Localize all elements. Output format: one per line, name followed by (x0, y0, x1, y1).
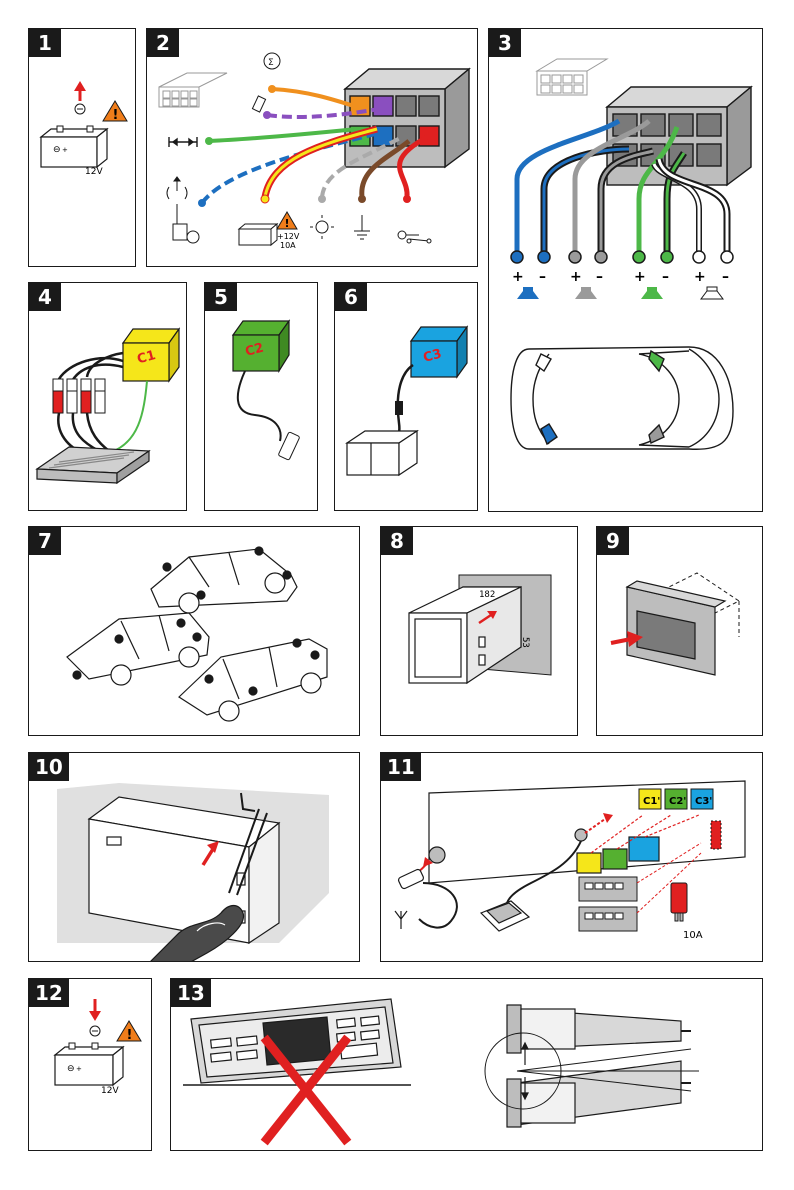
panel-2-illustration: Σ ! +12V 10A (147, 29, 478, 267)
arrow-up-icon (74, 81, 86, 101)
car-top-view-icon (511, 347, 733, 449)
cd-changer-icon (347, 431, 417, 475)
panel-9-illustration (597, 527, 763, 736)
cable-ferrite (395, 401, 403, 415)
panel-7-vehicle-types: 7 (28, 526, 360, 736)
width-dimension-label: 182 (479, 590, 495, 600)
svg-text:⊖: ⊖ (67, 1064, 75, 1074)
svg-text:!: ! (113, 108, 119, 123)
sedan-car-icon (151, 547, 297, 613)
minus-terminal-icon (90, 1026, 100, 1036)
svg-text:–: – (722, 269, 729, 285)
panel-11-rear-connections: 11 C1' C2' C3' (380, 752, 763, 962)
remote-wire-green (109, 381, 147, 453)
panel-10-remove-frame: 10 (28, 752, 360, 962)
panel-5-phone-connection: 5 C2 (204, 282, 318, 511)
panel-11-illustration: C1' C2' C3' (381, 753, 763, 962)
illumination-icon (310, 215, 334, 239)
panel-10-illustration (29, 753, 360, 962)
panel-4-illustration: C1 (29, 283, 187, 511)
voltage-label: +12V (277, 232, 300, 241)
rear-socket-labels: C1' C2' C3' (639, 789, 713, 809)
svg-text:⊖: ⊖ (53, 145, 61, 155)
height-dimension-label: 53 (520, 637, 530, 648)
panel-12-illustration: ⊖ + ! 12V (29, 979, 152, 1151)
svg-text:+: + (634, 269, 646, 285)
connector-pin-diagram (159, 73, 227, 107)
panel-8-illustration: 182 53 (381, 527, 578, 736)
phone-cable (238, 371, 281, 441)
warning-icon: ! (277, 212, 297, 230)
svg-text:+: + (694, 269, 706, 285)
speaker-green-icon (641, 287, 663, 299)
battery-icon: ⊖ + (55, 1043, 123, 1085)
panel-1-illustration: ⊖ + ! 12V (29, 29, 136, 267)
svg-text:C2': C2' (669, 796, 686, 807)
panel-1-disconnect-battery: 1 ⊖ + ! 12V (28, 28, 136, 267)
warning-icon: ! (103, 101, 127, 123)
panel-2-iso-connector-wiring: 2 (146, 28, 478, 267)
arrow-down-icon (89, 999, 101, 1021)
panel-7-illustration (29, 527, 360, 736)
warning-icon: ! (117, 1021, 141, 1043)
connector-pin-diagram (537, 59, 607, 95)
svg-text:C3': C3' (695, 796, 712, 807)
fuse-slot (711, 821, 721, 849)
battery-icon: ⊖ + (41, 126, 107, 167)
voltage-label: 12V (101, 1086, 119, 1096)
svg-text:–: – (596, 269, 603, 285)
speed-signal-icon (169, 137, 197, 147)
c3-connector: C3 (411, 327, 467, 377)
svg-text:+: + (76, 1065, 82, 1073)
hatchback-car-icon (67, 613, 209, 685)
svg-text:C1': C1' (643, 796, 660, 807)
c2-connector: C2 (233, 321, 289, 371)
panel-6-cd-changer-connection: 6 C3 (334, 282, 478, 511)
minus-terminal-icon (75, 104, 85, 114)
svg-text:Σ: Σ (268, 58, 274, 68)
panel-5-illustration: C2 (205, 283, 318, 511)
svg-text:+: + (570, 269, 582, 285)
svg-text:+: + (62, 146, 68, 154)
svg-text:!: ! (127, 1028, 133, 1043)
panel-12-reconnect-battery: 12 ⊖ + ! 12V (28, 978, 152, 1151)
amplifier-icon (37, 447, 149, 483)
fuse-icon (671, 883, 687, 921)
panel-13-illustration (171, 979, 763, 1151)
svg-text:–: – (539, 269, 546, 285)
fuse-label: 10A (683, 930, 703, 941)
panel-4-amplifier-connection: 4 C1 (28, 282, 187, 511)
mounting-frame (627, 581, 725, 675)
wire-end-dots (511, 251, 733, 263)
voltage-label: 12V (85, 167, 103, 177)
svg-text:+: + (512, 269, 524, 285)
svg-text:!: ! (285, 217, 290, 230)
phone-icon (252, 96, 265, 112)
ground-icon (354, 215, 370, 239)
navigation-icon: Σ (264, 53, 280, 69)
speaker-white-icon (701, 287, 723, 299)
panel-3-speaker-wiring: 3 (488, 28, 763, 512)
speaker-blue-icon (517, 287, 539, 299)
ignition-key-icon (398, 231, 431, 243)
panel-6-illustration: C3 (335, 283, 478, 511)
panel-9-insert-radio: 9 (596, 526, 763, 736)
c1-connector: C1 (123, 329, 179, 381)
wire-orange (272, 89, 357, 107)
antenna-icon (167, 177, 199, 243)
rca-plugs-icon (53, 379, 105, 413)
panel-8-mounting-dimensions: 8 182 53 (380, 526, 578, 736)
speaker-icons (517, 287, 723, 299)
speaker-grey-icon (575, 287, 597, 299)
panel-13-mounting-angle: 13 (170, 978, 763, 1151)
panel-3-illustration: +– +– +– +– (489, 29, 763, 512)
battery-icon (239, 224, 277, 245)
fuse-label: 10A (280, 241, 296, 250)
svg-text:–: – (662, 269, 669, 285)
radio-side-view-upper-icon (507, 1005, 691, 1053)
polarity-labels: +– +– +– +– (512, 269, 729, 285)
